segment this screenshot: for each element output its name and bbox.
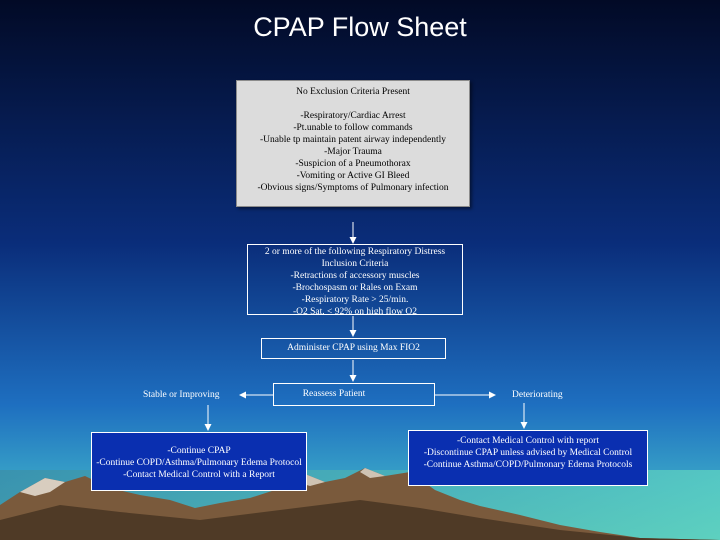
stable-actions-box: -Continue CPAP -Continue COPD/Asthma/Pul… — [91, 432, 307, 491]
exclusion-criteria-box: No Exclusion Criteria Present -Respirato… — [236, 80, 470, 207]
inclusion-item: -O2 Sat. < 92% on high flow O2 — [292, 307, 418, 315]
exclusion-item: -Obvious signs/Symptoms of Pulmonary inf… — [257, 183, 449, 193]
exclusion-item: -Vomiting or Active GI Bleed — [296, 171, 410, 181]
exclusion-item: -Pt.unable to follow commands — [293, 123, 413, 133]
inclusion-item: -Respiratory Rate > 25/min. — [301, 295, 409, 305]
stable-action: -Contact Medical Control with a Report — [123, 470, 275, 480]
reassess-patient-text: Reassess Patient — [302, 389, 366, 399]
exclusion-item: -Respiratory/Cardiac Arrest — [300, 111, 406, 121]
stable-action: -Continue CPAP — [167, 446, 231, 456]
inclusion-item: -Brochospasm or Rales on Exam — [292, 283, 418, 293]
inclusion-heading: 2 or more of the following Respiratory D… — [264, 247, 446, 257]
administer-cpap-text: Administer CPAP using Max FIO2 — [287, 343, 420, 353]
exclusion-heading: No Exclusion Criteria Present — [296, 87, 410, 97]
inclusion-heading: Inclusion Criteria — [321, 259, 389, 269]
exclusion-item: -Major Trauma — [324, 147, 382, 157]
exclusion-item: -Unable tp maintain patent airway indepe… — [260, 135, 446, 145]
page-title: CPAP Flow Sheet — [253, 12, 467, 42]
reassess-patient-box: Reassess Patient — [273, 383, 435, 406]
stable-or-improving-label: Stable or Improving — [143, 390, 220, 400]
deteriorating-action: -Continue Asthma/COPD/Pulmonary Edema Pr… — [423, 460, 633, 470]
administer-cpap-box: Administer CPAP using Max FIO2 — [261, 338, 446, 359]
inclusion-criteria-box: 2 or more of the following Respiratory D… — [247, 244, 463, 315]
deteriorating-action: -Contact Medical Control with report — [457, 436, 599, 446]
stable-action: -Continue COPD/Asthma/Pulmonary Edema Pr… — [96, 458, 302, 468]
inclusion-item: -Retractions of accessory muscles — [290, 271, 420, 281]
deteriorating-actions-box: -Contact Medical Control with report -Di… — [408, 430, 648, 486]
exclusion-spacer — [237, 98, 469, 110]
exclusion-item: -Suspicion of a Pneumothorax — [295, 159, 411, 169]
deteriorating-label: Deteriorating — [512, 390, 563, 400]
deteriorating-action: -Discontinue CPAP unless advised by Medi… — [423, 448, 633, 458]
